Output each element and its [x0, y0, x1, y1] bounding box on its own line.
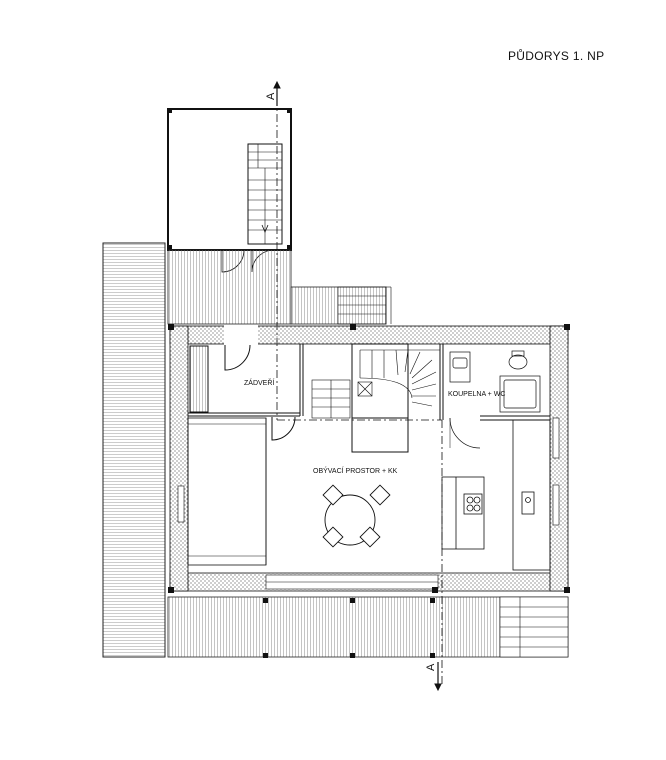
plan-title: PŮDORYS 1. NP	[508, 49, 605, 63]
left-deck	[102, 242, 166, 658]
exterior-walls	[168, 324, 570, 593]
bottom-right-steps	[499, 596, 569, 658]
section-arrow-top	[273, 80, 281, 106]
room-label-entry: ZÁDVEŘÍ	[244, 378, 274, 387]
bathroom-fixtures	[449, 350, 541, 413]
deck-posts	[263, 598, 435, 658]
section-label-top: A	[265, 92, 277, 100]
room-label-bath: KOUPELNA + WC	[448, 391, 505, 398]
upper-deck-steps	[337, 286, 392, 325]
upper-deck-right	[290, 286, 387, 325]
section-label-bottom: A	[425, 663, 437, 671]
entry-deck	[167, 249, 292, 325]
kitchen-island	[441, 476, 535, 550]
spiral-stair	[357, 349, 440, 407]
stair-tower	[167, 108, 292, 273]
dining-table	[322, 484, 391, 548]
interior-walls	[187, 343, 551, 571]
interior-stair-left	[311, 379, 351, 419]
section-line	[276, 98, 443, 685]
room-label-living: OBÝVACÍ PROSTOR + KK	[313, 466, 398, 475]
section-arrow-bottom	[434, 662, 442, 692]
